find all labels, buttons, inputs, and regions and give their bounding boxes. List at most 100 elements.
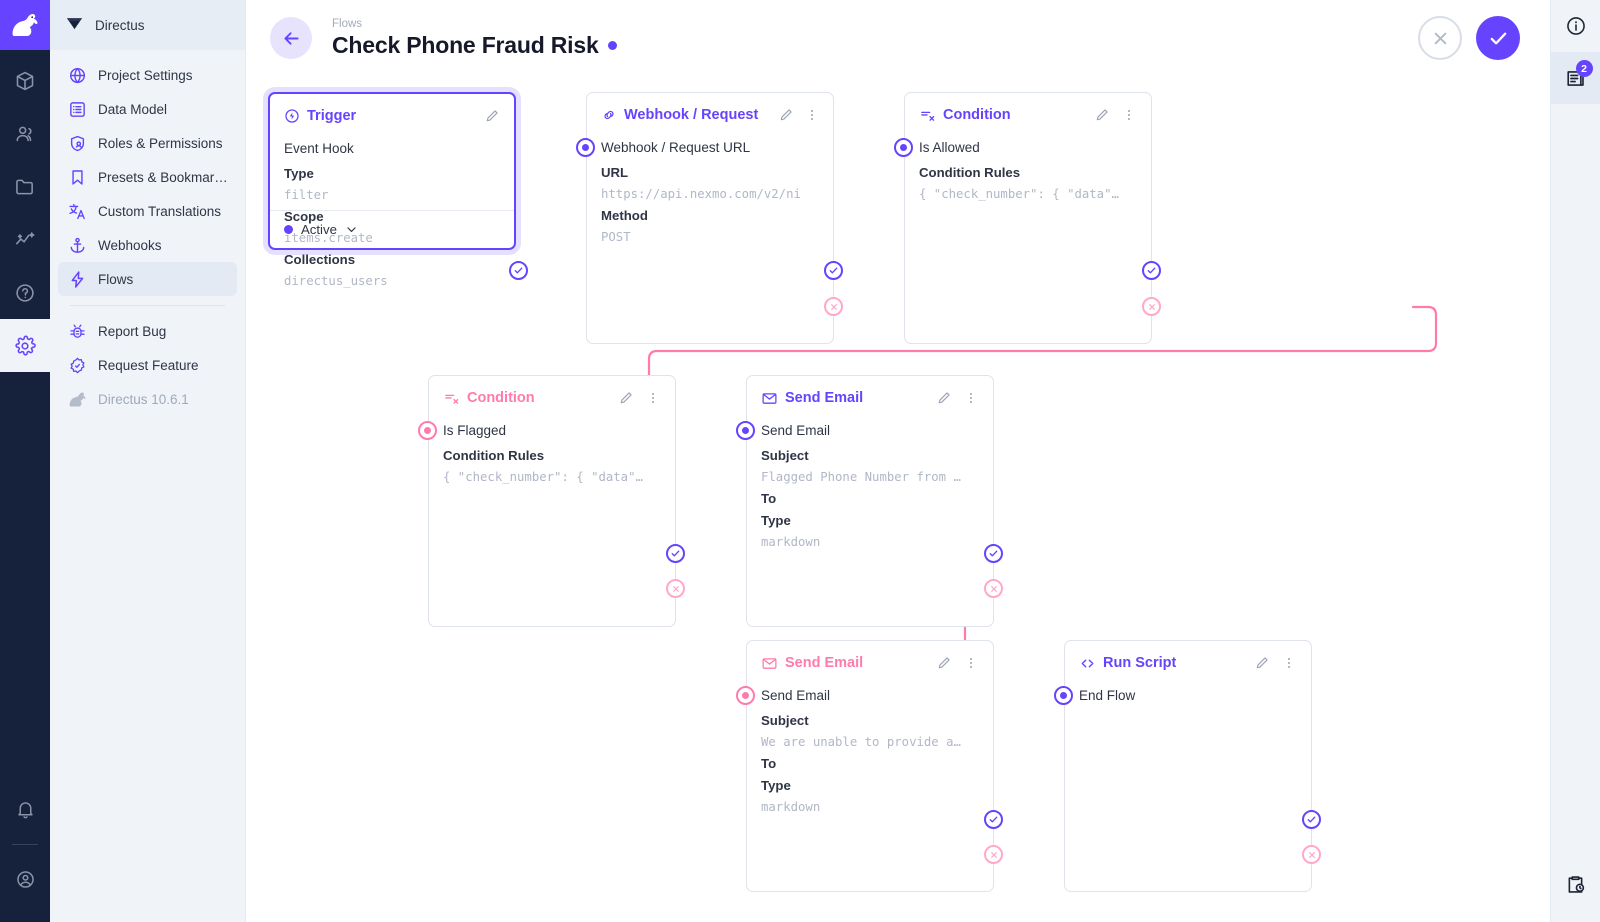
field-label: To [761, 491, 777, 506]
port-run-script-input[interactable] [1054, 686, 1073, 705]
trigger-status-bar[interactable]: Active [270, 210, 514, 248]
more-options-icon[interactable] [961, 388, 981, 408]
field-value: markdown [761, 800, 821, 814]
rail-item-insights[interactable] [0, 213, 50, 266]
account-icon[interactable] [0, 853, 50, 906]
sidebar-items: Project Settings Data Model Roles & Perm… [50, 50, 245, 416]
flow-node-send-email-unable[interactable]: Send Email Send Email Subject We are una… [746, 640, 994, 892]
field-label: URL [601, 165, 629, 180]
edit-pencil-icon[interactable] [777, 105, 796, 125]
rail-item-files[interactable] [0, 160, 50, 213]
port-send-email-unable-reject[interactable] [984, 845, 1003, 864]
flow-node-is-allowed[interactable]: Condition Is Allowed Condition Rules { "… [904, 92, 1152, 344]
port-is-allowed-input[interactable] [894, 138, 913, 157]
more-options-icon[interactable] [802, 105, 821, 125]
node-header: Condition [905, 93, 1151, 137]
sidebar-item-roles-permissions[interactable]: Roles & Permissions [58, 126, 237, 160]
save-button[interactable] [1476, 16, 1520, 60]
bookmark-icon [68, 168, 87, 187]
port-is-allowed-resolve[interactable] [1142, 261, 1161, 280]
cancel-button[interactable] [1418, 16, 1462, 60]
node-header: Trigger [270, 94, 514, 138]
flow-node-is-flagged[interactable]: Condition Is Flagged Condition Rules { "… [428, 375, 676, 627]
sidebar-item-request-feature[interactable]: Request Feature [58, 348, 237, 382]
edit-pencil-icon[interactable] [934, 653, 954, 673]
field-label: Type [284, 166, 314, 181]
port-send-email-flagged-resolve[interactable] [984, 544, 1003, 563]
flow-node-send-email-flagged[interactable]: Send Email Send Email Subject Flagged Ph… [746, 375, 994, 627]
port-run-script-reject[interactable] [1302, 845, 1321, 864]
check-icon [671, 550, 680, 557]
sidebar-item-label: Report Bug [98, 323, 167, 339]
port-send-email-flagged-reject[interactable] [984, 579, 1003, 598]
sidebar-item-webhooks[interactable]: Webhooks [58, 228, 237, 262]
field-value: markdown [761, 535, 821, 549]
edit-pencil-icon[interactable] [1092, 105, 1112, 125]
rail-item-users[interactable] [0, 107, 50, 160]
field-label: To [761, 756, 777, 771]
port-webhook-reject[interactable] [824, 297, 843, 316]
sidebar-item-data-model[interactable]: Data Model [58, 92, 237, 126]
more-options-icon[interactable] [643, 388, 663, 408]
edit-pencil-icon[interactable] [1252, 653, 1272, 673]
edit-pencil-icon[interactable] [482, 106, 502, 126]
port-run-script-resolve[interactable] [1302, 810, 1321, 829]
field-label: Subject [761, 713, 809, 728]
more-options-icon[interactable] [961, 653, 981, 673]
node-header: Webhook / Request U [587, 93, 833, 137]
field-label: Scope [284, 209, 324, 224]
port-send-email-flagged-input[interactable] [736, 421, 755, 440]
check-icon [829, 267, 838, 274]
port-send-email-unable-input[interactable] [736, 686, 755, 705]
rail-item-help[interactable] [0, 266, 50, 319]
edit-pencil-icon[interactable] [616, 388, 636, 408]
node-type-label: Trigger [307, 108, 357, 124]
node-name: Is Allowed [919, 140, 980, 155]
node-body: Send Email Subject Flagged Phone Number … [747, 420, 993, 565]
port-webhook-input[interactable] [576, 138, 595, 157]
sidebar-item-project-settings[interactable]: Project Settings [58, 58, 237, 92]
mail-icon [761, 390, 778, 407]
sidebar-item-presets-bookmarks[interactable]: Presets & Bookmar… [58, 160, 237, 194]
node-header: Condition [429, 376, 675, 420]
flow-info-button[interactable] [1551, 0, 1600, 52]
shield-person-icon [68, 134, 87, 153]
sidebar-item-custom-translations[interactable]: Custom Translations [58, 194, 237, 228]
condition-icon [919, 107, 936, 124]
flow-node-webhook[interactable]: Webhook / Request U Webhook / Request UR… [586, 92, 834, 344]
edit-pencil-icon[interactable] [934, 388, 954, 408]
more-options-icon[interactable] [1279, 653, 1299, 673]
breadcrumb[interactable]: Flows [332, 18, 363, 30]
field-value: items.create [284, 231, 373, 245]
node-type-label: Send Email [785, 655, 864, 671]
close-icon [1434, 32, 1446, 44]
flow-node-run-script[interactable]: Run Script End Flow [1064, 640, 1312, 892]
port-is-flagged-resolve[interactable] [666, 544, 685, 563]
flow-node-trigger[interactable]: Trigger Event Hook Type filter Scope ite… [268, 92, 516, 288]
sidebar-item-report-bug[interactable]: Report Bug [58, 314, 237, 348]
port-trigger-resolve[interactable] [509, 261, 528, 280]
more-options-icon[interactable] [1119, 105, 1139, 125]
badge-check-icon [68, 356, 87, 375]
back-button[interactable] [270, 17, 312, 59]
sidebar-item-label: Request Feature [98, 357, 199, 373]
port-webhook-resolve[interactable] [824, 261, 843, 280]
node-type-label: Condition [467, 390, 535, 406]
directus-rabbit-logo[interactable] [0, 0, 50, 50]
rail-item-settings[interactable] [0, 319, 50, 372]
check-icon [1147, 267, 1156, 274]
close-icon [990, 585, 997, 592]
chevron-down-icon[interactable] [345, 223, 358, 236]
bell-icon[interactable] [0, 783, 50, 836]
port-send-email-unable-resolve[interactable] [984, 810, 1003, 829]
sidebar-item-label: Data Model [98, 101, 168, 117]
globe-icon [68, 66, 87, 85]
rail-item-content[interactable] [0, 54, 50, 107]
sidebar-item-flows[interactable]: Flows [58, 262, 237, 296]
port-is-flagged-input[interactable] [418, 421, 437, 440]
flow-logs-button[interactable]: 2 [1550, 52, 1600, 104]
port-is-flagged-reject[interactable] [666, 579, 685, 598]
port-is-allowed-reject[interactable] [1142, 297, 1161, 316]
sidebar-header[interactable]: Directus [50, 0, 245, 50]
activity-log-button[interactable] [1551, 858, 1600, 910]
